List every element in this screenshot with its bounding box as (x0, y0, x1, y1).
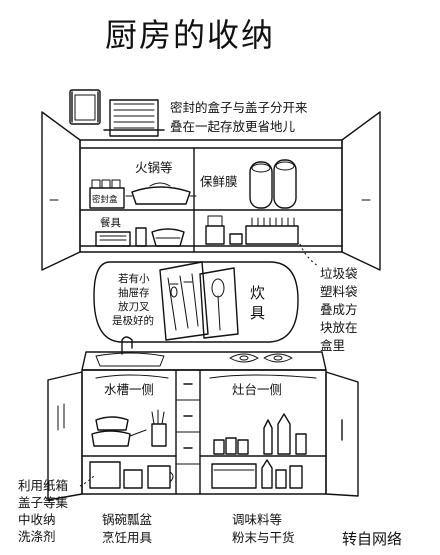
bags-note-line-1: 垃圾袋 (320, 266, 358, 281)
bags-note-line-4: 块放在 (320, 320, 358, 335)
bags-note-line-2: 塑料袋 (320, 284, 358, 299)
cling-film-rolls (249, 159, 297, 209)
hotpot-label: 火锅等 (135, 160, 173, 175)
drawer-tip-line-4: 是极好的 (112, 314, 154, 327)
containers-note-line-2: 叠在一起存放更省地儿 (170, 119, 296, 134)
hotpot-illustration (125, 182, 197, 205)
drawer-area (93, 261, 299, 343)
side-note-pointer (299, 243, 319, 267)
drawer-tip-line-1: 若有小 (118, 272, 150, 285)
detergent-note-line-3: 中收纳 (18, 512, 56, 527)
lower-cabinet (47, 369, 359, 501)
containers-note-line-1: 密封的盒子与盖子分开来 (170, 100, 308, 115)
cookware-label-bottom: 具 (250, 304, 265, 322)
detergent-note-line-4: 洗涤剂 (18, 529, 56, 544)
stacked-containers-illustration (69, 89, 165, 137)
detergent-note-line-2: 盖子等集 (18, 495, 69, 510)
pots-and-pans-illustration (89, 409, 174, 489)
sink-side-label: 水槽一侧 (104, 382, 154, 397)
watermark: 转自网络 (342, 530, 402, 548)
dishes-illustration (95, 227, 185, 247)
sealed-box-label: 密封盒 (92, 194, 118, 205)
bags-note-line-5: 盒里 (320, 338, 345, 353)
sink-side-underline (95, 374, 169, 379)
drawer-tip-line-2: 抽屉存 (118, 286, 150, 299)
seasoning-bottom-line-1: 调味料等 (232, 512, 282, 527)
seasonings-illustration (211, 413, 307, 489)
stove-side-label: 灶台一侧 (232, 382, 282, 397)
cookware-bottom-line-1: 锅碗瓢盆 (102, 512, 153, 527)
bags-note-line-3: 叠成方 (320, 302, 358, 317)
utensils-label: 餐具 (100, 216, 121, 229)
detergent-note-pointer (79, 473, 97, 487)
drawer-tip-line-3: 放刀叉 (118, 300, 150, 313)
cookware-label-top: 炊 (250, 284, 265, 302)
upper-cabinet (41, 111, 381, 271)
cling-film-label: 保鲜膜 (200, 174, 238, 189)
cookware-bottom-line-2: 烹饪用具 (102, 530, 153, 545)
detergent-note-line-1: 利用纸箱 (18, 478, 68, 493)
seasoning-bottom-line-2: 粉末与干货 (232, 530, 295, 545)
stove-side-underline (209, 374, 317, 379)
sealed-box-illustration (89, 179, 125, 209)
bags-box-illustration (205, 215, 299, 245)
diagram-title: 厨房的收纳 (105, 16, 275, 54)
